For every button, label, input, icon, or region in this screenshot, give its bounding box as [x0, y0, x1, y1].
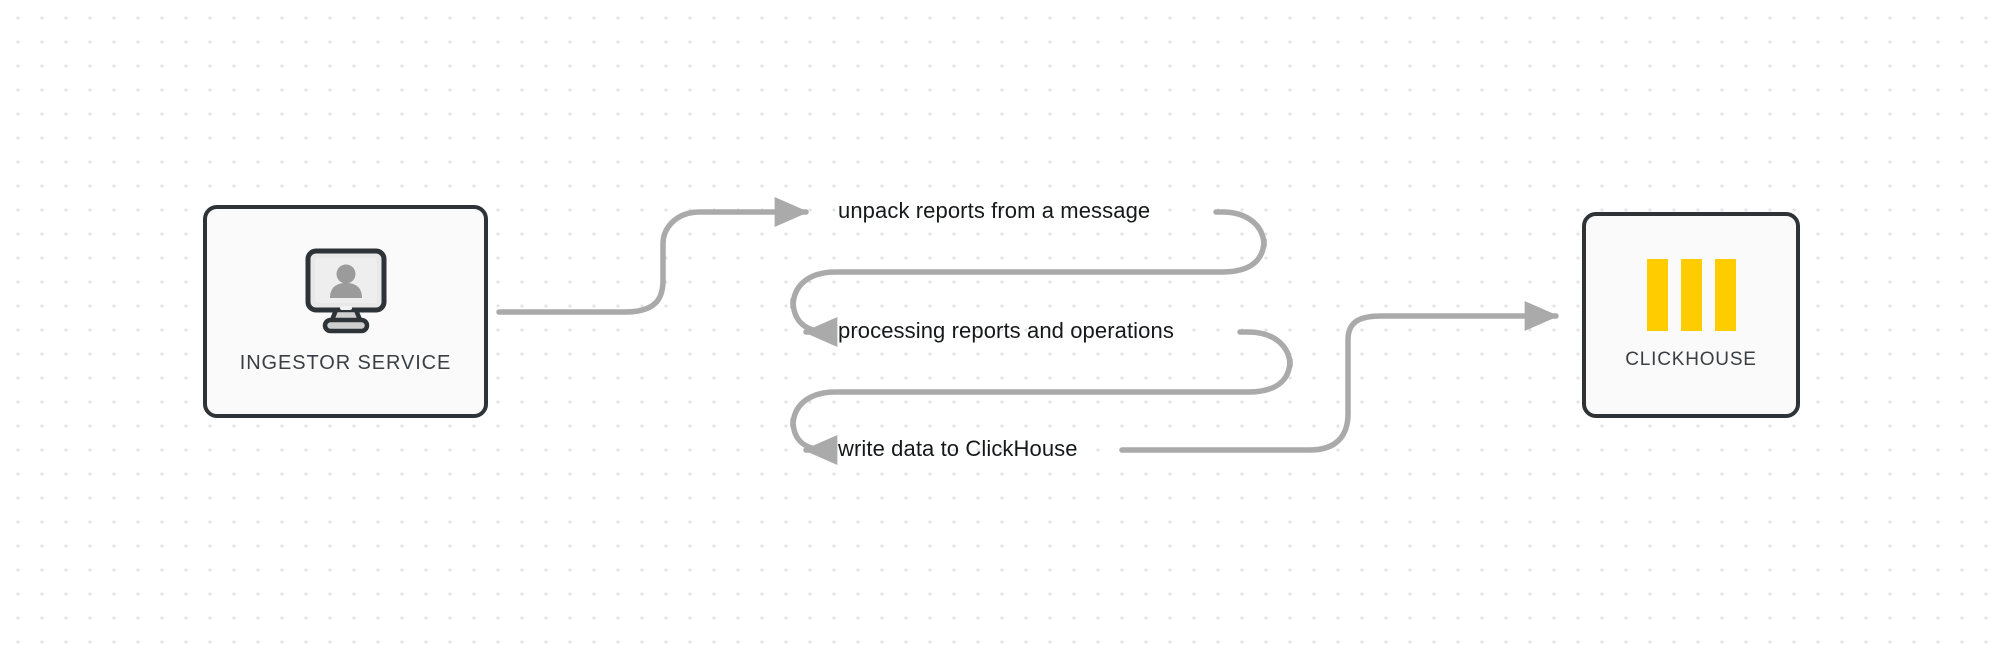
clickhouse-bar-1	[1646, 259, 1668, 331]
node-ingestor-service[interactable]: INGESTOR SERVICE	[203, 205, 488, 418]
flow-step-label-1: unpack reports from a message	[838, 198, 1151, 223]
connector-step2-to-step3	[790, 329, 1293, 466]
node-clickhouse-label: CLICKHOUSE	[1625, 349, 1757, 370]
clickhouse-bar-2	[1680, 259, 1702, 331]
flow-step-label-3: write data to ClickHouse	[838, 436, 1078, 461]
monitor-user-icon	[292, 248, 400, 336]
node-clickhouse[interactable]: CLICKHOUSE	[1582, 212, 1800, 418]
flow-step-label-2: processing reports and operations	[838, 318, 1174, 343]
node-ingestor-service-label: INGESTOR SERVICE	[239, 352, 452, 374]
connector-step3-to-clickhouse	[1119, 300, 1559, 453]
connector-step1-to-step2	[790, 209, 1267, 348]
clickhouse-bar-3	[1714, 259, 1736, 331]
clickhouse-bars-icon	[1646, 259, 1736, 331]
connector-service-to-step1	[496, 196, 809, 315]
